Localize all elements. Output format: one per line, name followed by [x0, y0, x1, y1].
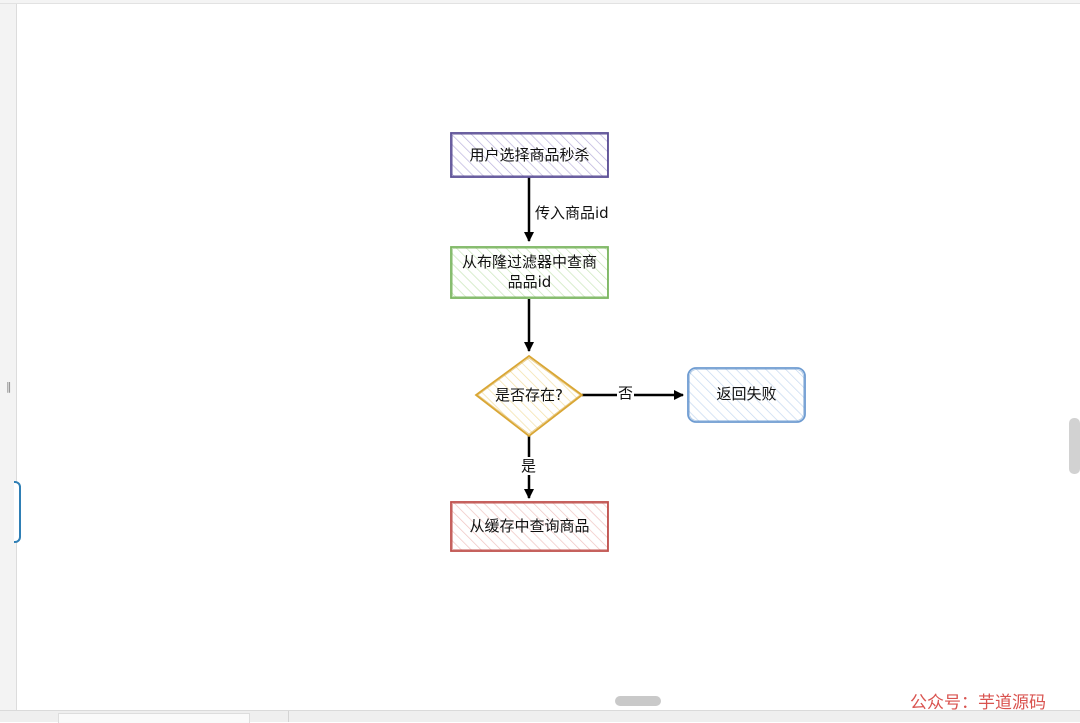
node-fail[interactable] [687, 367, 806, 423]
left-shape-edge[interactable] [14, 481, 21, 543]
tab-separator [288, 711, 289, 722]
page-tab[interactable] [58, 713, 250, 723]
bottom-page-tabs [0, 710, 1080, 723]
node-bloom-label: 从布隆过滤器中查商品品id [461, 253, 597, 291]
node-start-label: 用户选择商品秒杀 [469, 146, 590, 164]
node-cache[interactable] [450, 501, 609, 552]
horizontal-scrollbar[interactable] [615, 696, 661, 706]
node-start[interactable] [450, 132, 609, 178]
left-panel-collapsed[interactable]: || [0, 4, 17, 710]
panel-grip-icon[interactable]: || [6, 380, 12, 393]
node-cache-label: 从缓存中查询商品 [469, 517, 590, 535]
node-decision[interactable] [474, 354, 584, 438]
watermark-text: 公众号：芋道源码 [910, 693, 1046, 713]
node-bloom-filter[interactable] [450, 246, 609, 299]
top-border [0, 0, 1080, 4]
node-fail-label: 返回失败 [716, 385, 777, 403]
edge-label-yes: 是 [520, 457, 538, 475]
edge-label-pass-id: 传入商品id [535, 204, 609, 222]
vertical-scrollbar[interactable] [1069, 418, 1080, 474]
edge-label-no: 否 [617, 384, 635, 402]
node-decision-label: 是否存在? [495, 386, 563, 404]
